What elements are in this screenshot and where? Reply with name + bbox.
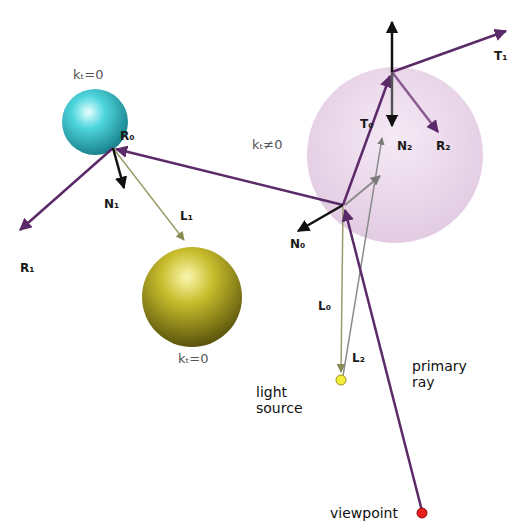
vector-label: L₀ xyxy=(318,300,331,314)
transmitted-ray xyxy=(392,31,506,72)
normal-vector xyxy=(298,205,343,231)
vector-label: T₀ xyxy=(360,118,373,132)
vector-label: N₂ xyxy=(397,140,412,154)
vector-label: R₂ xyxy=(436,140,451,154)
shadow-ray xyxy=(341,207,343,372)
primary-ray-label: primary ray xyxy=(412,358,476,390)
viewpoint-point xyxy=(417,508,427,518)
vector-label: T₁ xyxy=(494,50,507,64)
material-label: kₜ=0 xyxy=(178,352,209,367)
normal-vector xyxy=(391,72,394,126)
reflected-ray xyxy=(20,148,113,230)
normal-vector xyxy=(113,148,124,188)
yellow-sphere xyxy=(142,247,242,347)
material-label: kₜ≠0 xyxy=(252,138,283,153)
primary-ray-line xyxy=(345,210,422,511)
material-label: kₜ=0 xyxy=(73,68,104,83)
vector-label: R₀ xyxy=(120,130,135,144)
vector-label: R₁ xyxy=(20,262,35,276)
gray-arrow xyxy=(345,176,380,205)
light-source-point xyxy=(336,375,346,385)
vector-label: N₀ xyxy=(290,238,305,252)
cyan-sphere xyxy=(62,89,128,155)
normal-vector xyxy=(391,22,394,72)
transparent-sphere xyxy=(307,67,483,243)
vector-label: L₂ xyxy=(352,352,365,366)
vector-label: L₁ xyxy=(180,210,193,224)
vector-label: N₁ xyxy=(104,198,119,212)
reflected-ray xyxy=(116,149,343,205)
shadow-ray xyxy=(343,138,382,376)
shadow-ray xyxy=(113,148,184,240)
reflected-ray xyxy=(392,72,438,132)
light-source-label: light source xyxy=(256,384,316,416)
viewpoint-label: viewpoint xyxy=(330,505,398,521)
transmitted-ray xyxy=(343,76,390,205)
